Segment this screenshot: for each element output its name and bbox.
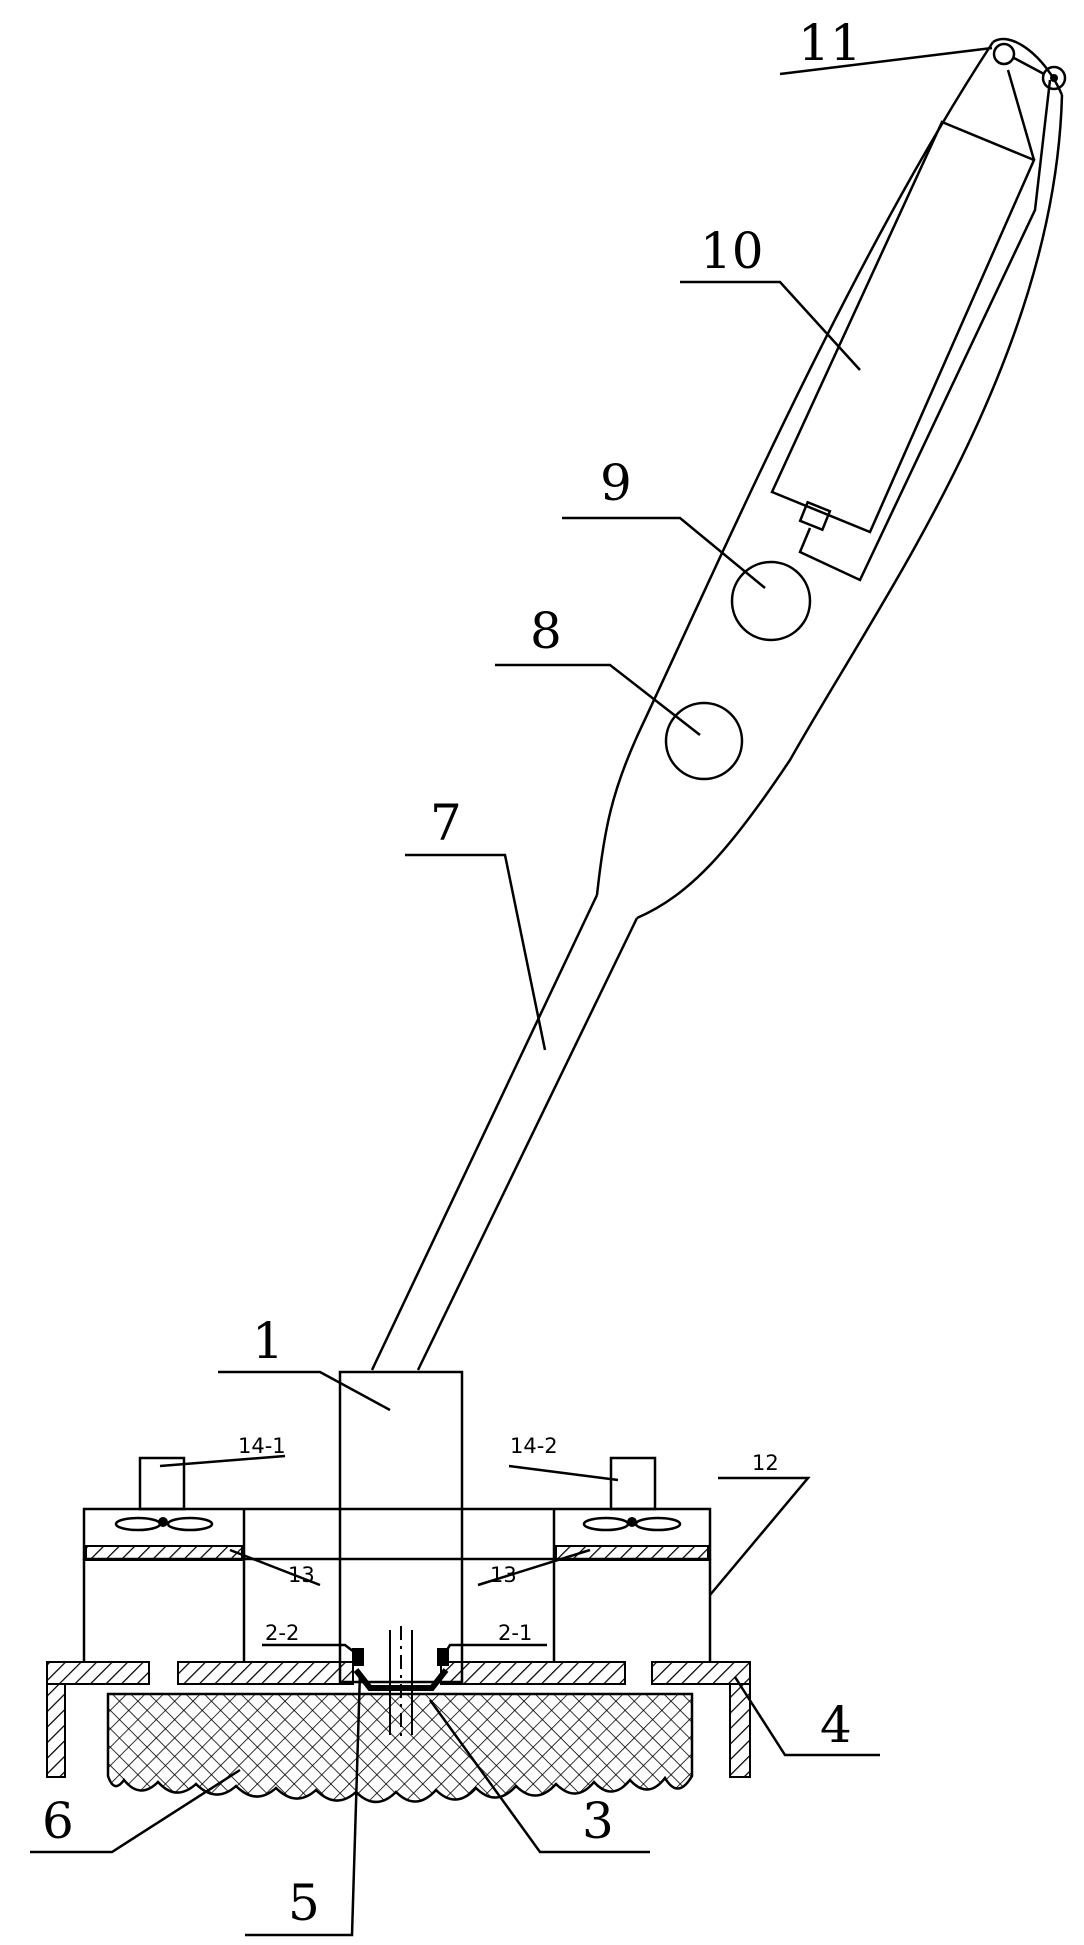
label-8: 8 [530, 602, 562, 660]
label-7: 7 [430, 794, 462, 852]
label-12: 12 [752, 1451, 779, 1475]
label-13-left: 13 [288, 1563, 315, 1587]
battery-box [772, 70, 1050, 580]
motor-14-2 [584, 1458, 680, 1530]
housing [84, 1509, 710, 1662]
button-8 [666, 703, 742, 779]
label-13-right: 13 [490, 1563, 517, 1587]
label-14-2: 14-2 [510, 1434, 558, 1458]
label-2-2: 2-2 [265, 1621, 299, 1645]
cleaning-pad [108, 1694, 692, 1802]
label-14-1: 14-1 [238, 1434, 286, 1458]
label-10: 10 [700, 222, 764, 280]
filter-plate-left [86, 1546, 242, 1560]
handle-grip [597, 39, 1062, 918]
label-6: 6 [42, 1792, 74, 1850]
label-3: 3 [582, 1792, 614, 1850]
label-1: 1 [252, 1312, 284, 1370]
label-9: 9 [600, 454, 632, 512]
label-5: 5 [288, 1874, 320, 1932]
handle-rod [372, 895, 637, 1370]
label-2-1: 2-1 [498, 1621, 532, 1645]
label-11: 11 [798, 14, 862, 72]
motor-14-1 [116, 1458, 212, 1530]
leader-lines [30, 48, 992, 1935]
button-9 [732, 562, 810, 640]
label-4: 4 [820, 1696, 852, 1754]
